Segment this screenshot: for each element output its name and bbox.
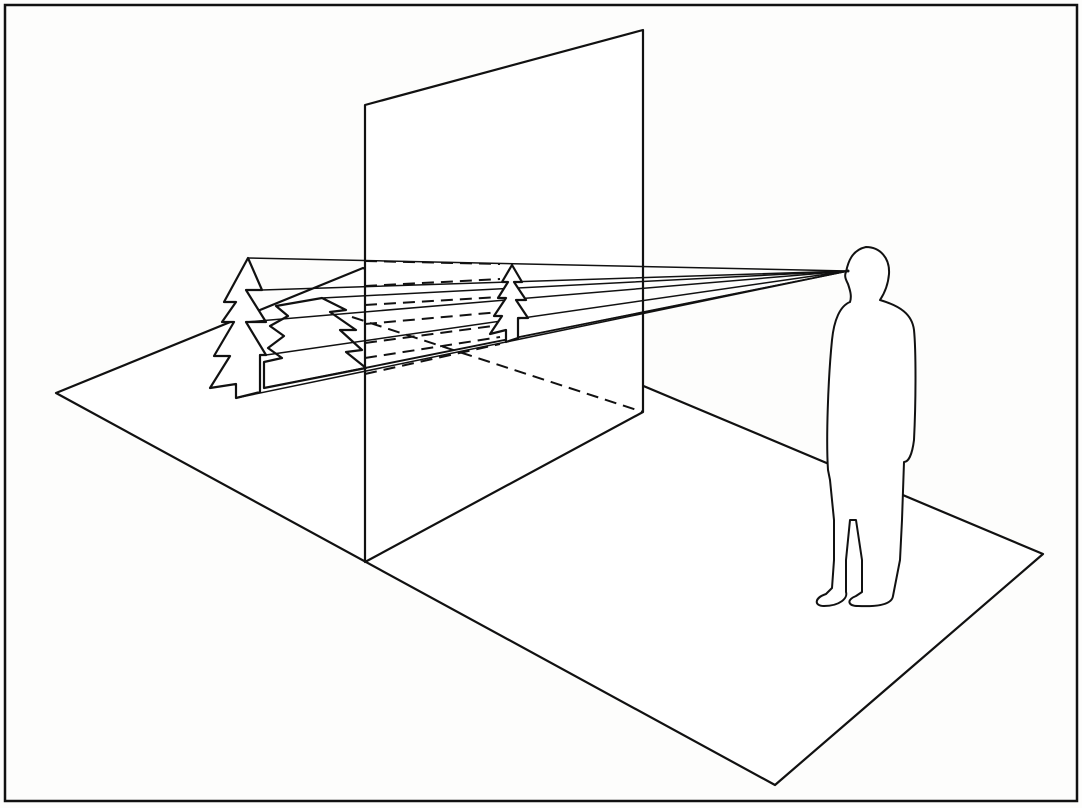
eye-point <box>847 270 850 273</box>
